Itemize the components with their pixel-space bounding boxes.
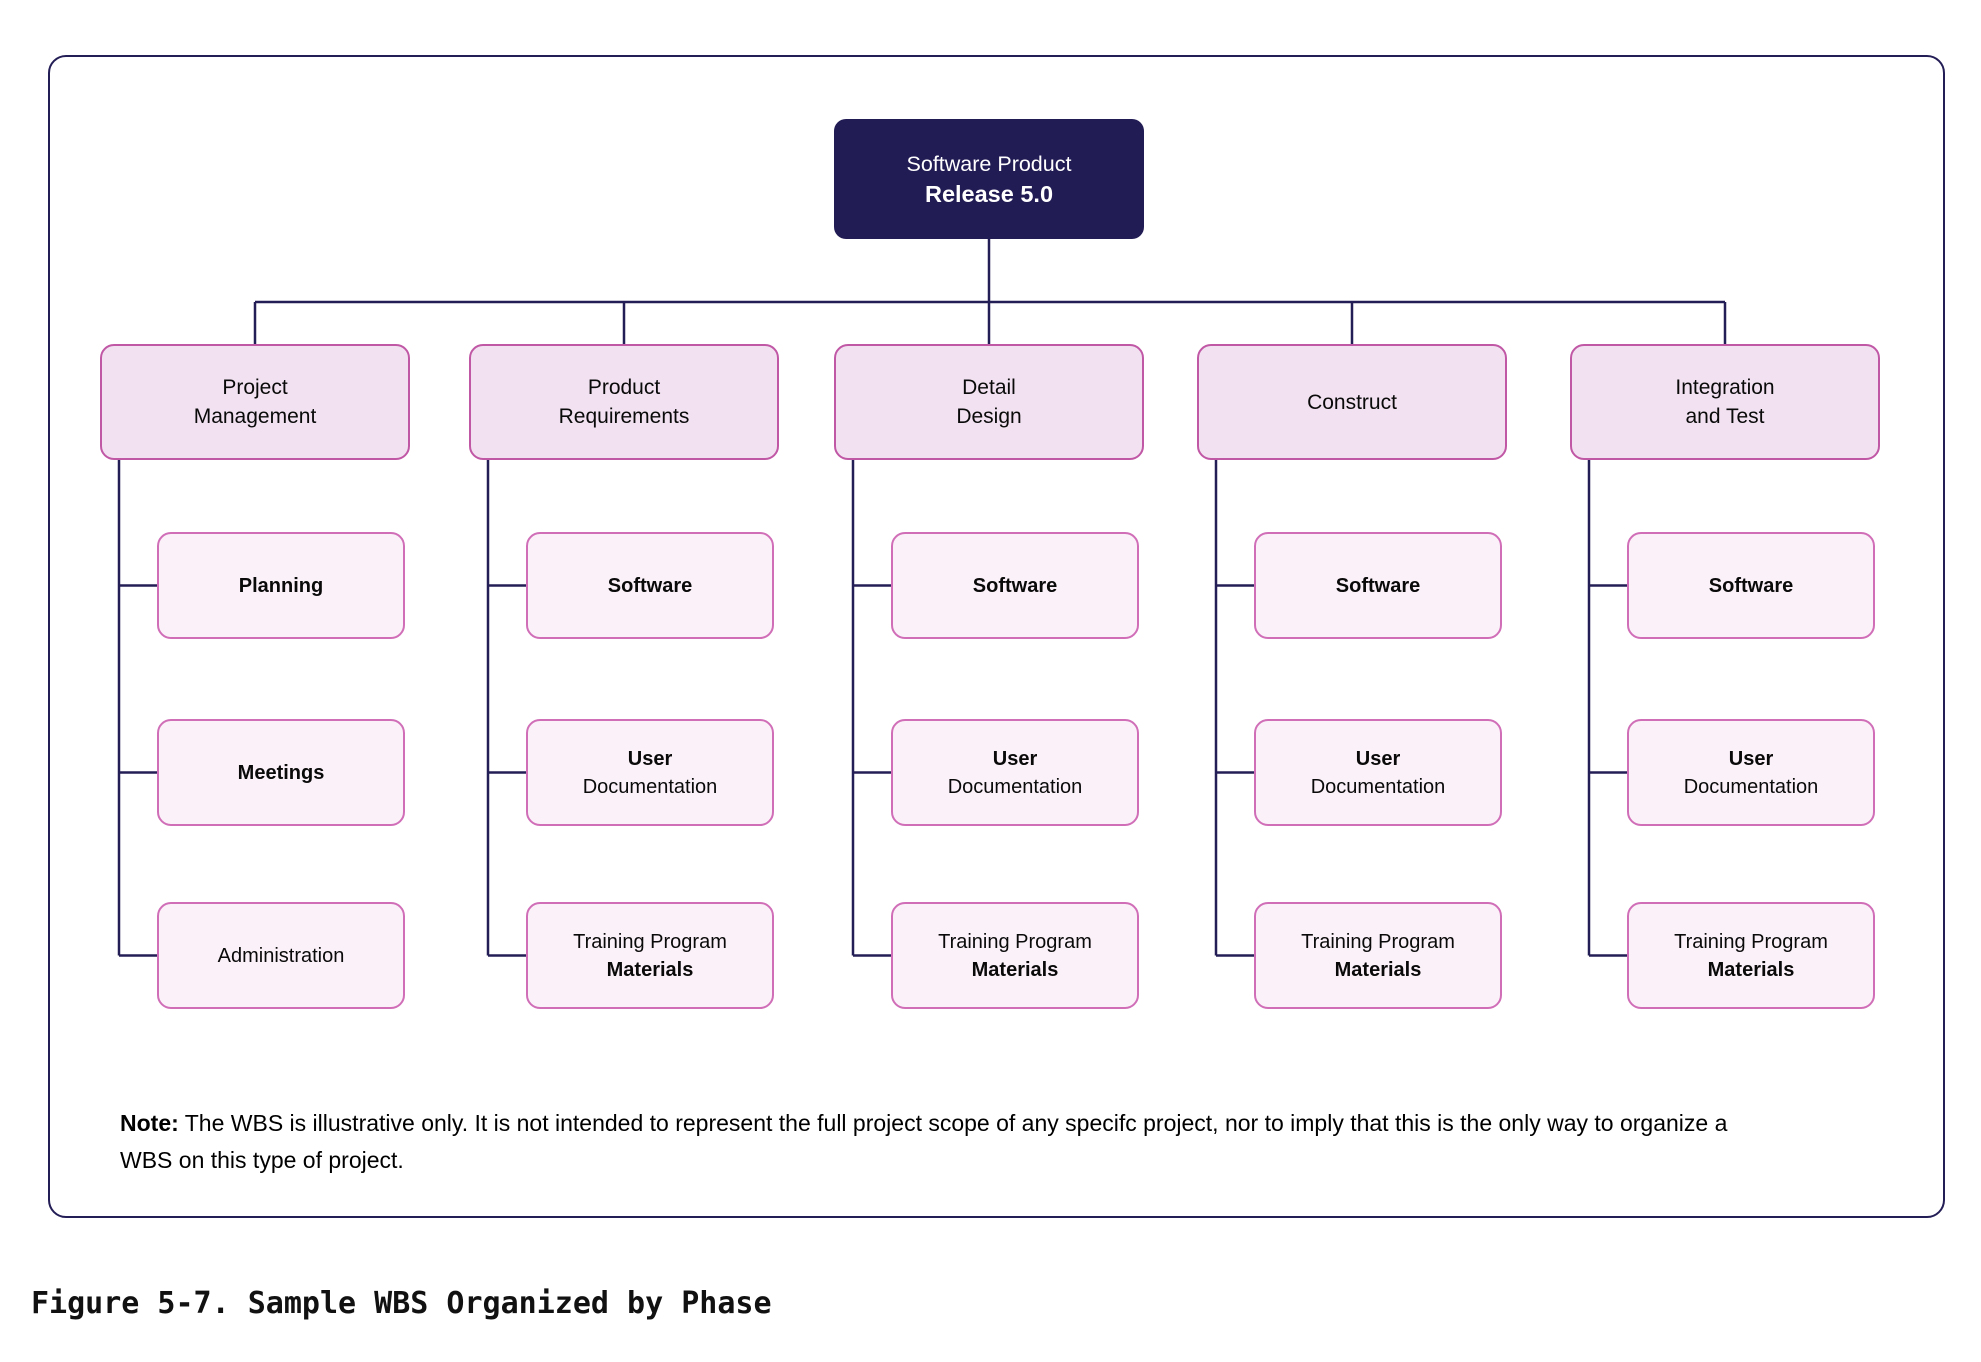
figure-caption: Figure 5-7. Sample WBS Organized by Phas… bbox=[31, 1286, 772, 1321]
work-package-label-line: User bbox=[627, 747, 673, 770]
work-package-label-line: Software bbox=[1335, 574, 1421, 597]
phase-node-label-line: Design bbox=[956, 405, 1022, 428]
work-package-label-line: Materials bbox=[1707, 958, 1795, 981]
note: Note: The WBS is illustrative only. It i… bbox=[120, 1105, 1775, 1179]
work-package-label-line: Software bbox=[607, 574, 693, 597]
work-package-label-line: Documentation bbox=[947, 775, 1083, 798]
work-package-label-line: Training Program bbox=[1674, 930, 1828, 953]
phase-node-label-line: Management bbox=[193, 405, 317, 428]
work-package-label-line: Training Program bbox=[573, 930, 727, 953]
work-package-label-line: Administration bbox=[217, 944, 345, 967]
work-package-label-line: Materials bbox=[1334, 958, 1422, 981]
phase-node-label-line: Project bbox=[222, 376, 288, 399]
work-package-label-line: Training Program bbox=[938, 930, 1092, 953]
work-package-label-line: Materials bbox=[606, 958, 694, 981]
work-package-label-line: Training Program bbox=[1301, 930, 1455, 953]
phase-node-label-line: Integration bbox=[1675, 376, 1775, 399]
work-package-label-line: User bbox=[1355, 747, 1401, 770]
phase-node-label-line: Construct bbox=[1307, 390, 1397, 414]
work-package-label-line: Planning bbox=[238, 574, 324, 597]
work-package-label-line: User bbox=[992, 747, 1038, 770]
root-node-line1: Software Product bbox=[906, 152, 1072, 176]
phase-node-construct: Construct bbox=[1197, 344, 1507, 460]
work-package-label-line: User bbox=[1728, 747, 1774, 770]
work-package-node: Software bbox=[891, 532, 1139, 639]
work-package-node: Software bbox=[1627, 532, 1875, 639]
phase-node-integration-and-test: Integration and Test bbox=[1570, 344, 1880, 460]
note-text: The WBS is illustrative only. It is not … bbox=[120, 1110, 1728, 1173]
work-package-label-line: Meetings bbox=[237, 761, 325, 784]
work-package-node: Administration bbox=[157, 902, 405, 1009]
root-node-line2: Release 5.0 bbox=[924, 181, 1054, 207]
work-package-node: Software bbox=[526, 532, 774, 639]
phase-node-label-line: Product bbox=[587, 376, 661, 399]
work-package-label-line: Materials bbox=[971, 958, 1059, 981]
phase-node-label-line: Requirements bbox=[558, 405, 690, 428]
phase-node-label-line: and Test bbox=[1685, 405, 1765, 428]
work-package-label-line: Software bbox=[972, 574, 1058, 597]
note-label: Note: bbox=[120, 1110, 179, 1136]
phase-node-label-line: Detail bbox=[962, 376, 1016, 399]
work-package-node: Planning bbox=[157, 532, 405, 639]
work-package-node: Software bbox=[1254, 532, 1502, 639]
work-package-node: Meetings bbox=[157, 719, 405, 826]
work-package-label-line: Software bbox=[1708, 574, 1794, 597]
work-package-label-line: Documentation bbox=[1310, 775, 1446, 798]
work-package-label-line: Documentation bbox=[582, 775, 718, 798]
root-node-software-product: Software Product Release 5.0 bbox=[834, 119, 1144, 239]
work-package-label-line: Documentation bbox=[1683, 775, 1819, 798]
